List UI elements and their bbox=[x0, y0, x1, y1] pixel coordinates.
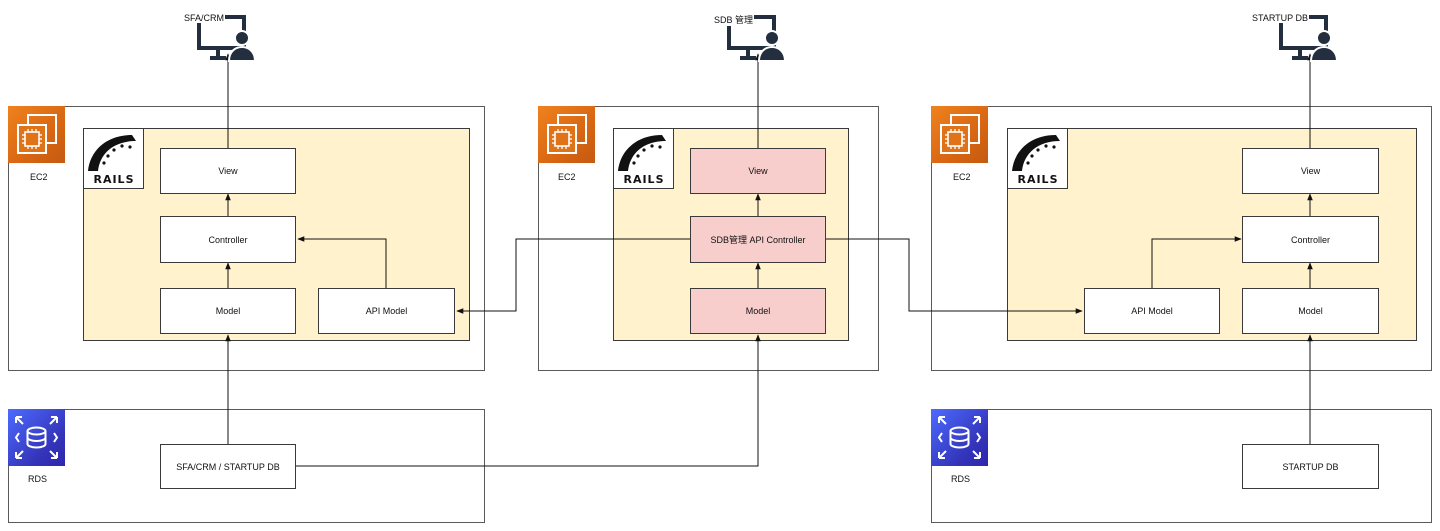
ec2-icon bbox=[538, 106, 595, 163]
rds-label: RDS bbox=[28, 474, 48, 484]
api-model-box-right[interactable]: API Model bbox=[1084, 288, 1220, 334]
client-user-icon-left bbox=[196, 14, 258, 62]
rails-logo: RAILS bbox=[614, 129, 674, 189]
rails-wordmark: RAILS bbox=[1017, 173, 1059, 186]
model-box-right[interactable]: Model bbox=[1242, 288, 1379, 334]
computer-user-icon bbox=[197, 15, 257, 62]
controller-box-middle[interactable]: SDB管理 API Controller bbox=[690, 216, 826, 263]
model-box-middle[interactable]: Model bbox=[690, 288, 826, 334]
rails-wordmark: RAILS bbox=[93, 173, 135, 186]
rds-icon bbox=[931, 409, 988, 466]
model-box-left[interactable]: Model bbox=[160, 288, 296, 334]
ec2-icon bbox=[931, 106, 988, 163]
rds-icon bbox=[8, 409, 65, 466]
view-box-middle[interactable]: View bbox=[690, 148, 826, 194]
rails-logo: RAILS bbox=[1008, 129, 1068, 189]
controller-box-left[interactable]: Controller bbox=[160, 216, 296, 263]
rails-wordmark: RAILS bbox=[623, 173, 665, 186]
ec2-label: EC2 bbox=[558, 172, 576, 182]
user-label-left: SFA/CRM bbox=[183, 13, 226, 23]
rails-logo: RAILS bbox=[84, 129, 144, 189]
user-label-middle: SDB 管理 bbox=[713, 13, 755, 26]
client-user-icon-middle bbox=[726, 14, 788, 62]
controller-box-right[interactable]: Controller bbox=[1242, 216, 1379, 263]
computer-user-icon bbox=[727, 15, 787, 62]
view-box-right[interactable]: View bbox=[1242, 148, 1379, 194]
computer-user-icon bbox=[1279, 15, 1339, 62]
view-box-left[interactable]: View bbox=[160, 148, 296, 194]
client-user-icon-right bbox=[1278, 14, 1340, 62]
ec2-label: EC2 bbox=[30, 172, 48, 182]
ec2-icon bbox=[8, 106, 65, 163]
ec2-label: EC2 bbox=[953, 172, 971, 182]
rds-label: RDS bbox=[951, 474, 971, 484]
user-label-right: STARTUP DB bbox=[1251, 13, 1310, 23]
database-box-right[interactable]: STARTUP DB bbox=[1242, 444, 1379, 489]
database-box-left[interactable]: SFA/CRM / STARTUP DB bbox=[160, 444, 296, 489]
api-model-box-left[interactable]: API Model bbox=[318, 288, 455, 334]
